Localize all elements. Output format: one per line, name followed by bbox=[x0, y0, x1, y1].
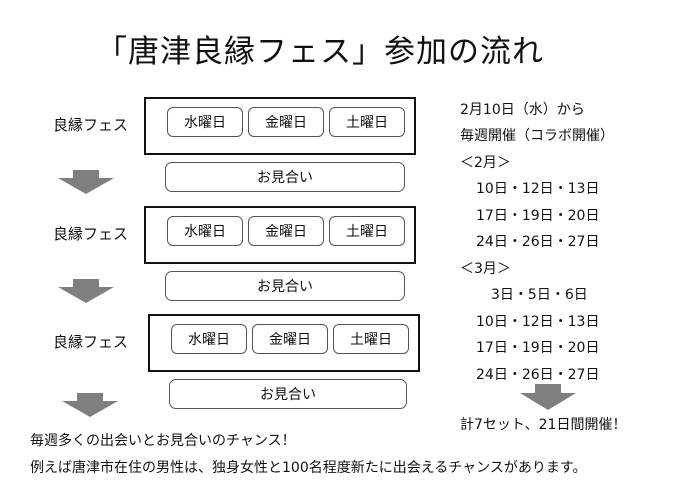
schedule-month-mar: ＜3月＞ bbox=[460, 261, 511, 277]
day-friday-3: 金曜日 bbox=[252, 324, 328, 354]
fes-label-1: 良縁フェス bbox=[53, 116, 129, 134]
day-wednesday-2: 水曜日 bbox=[167, 216, 243, 246]
schedule-dates: 17日・19日・20日 bbox=[476, 208, 600, 224]
omiai-box-1: お見合い bbox=[165, 162, 405, 192]
schedule-dates: 24日・26日・27日 bbox=[476, 234, 600, 250]
down-arrow-icon bbox=[520, 384, 576, 410]
schedule-dates: 10日・12日・13日 bbox=[476, 181, 600, 197]
schedule-dates: 17日・19日・20日 bbox=[476, 340, 600, 356]
schedule-start: 2月10日（水）から bbox=[460, 102, 585, 118]
schedule-dates: 3日・5日・6日 bbox=[491, 287, 588, 303]
omiai-box-3: お見合い bbox=[169, 379, 407, 409]
day-saturday-2: 土曜日 bbox=[329, 216, 405, 246]
day-wednesday-1: 水曜日 bbox=[167, 107, 243, 137]
schedule-summary: 計7セット、21日間開催！ bbox=[460, 417, 627, 433]
day-saturday-3: 土曜日 bbox=[333, 324, 409, 354]
down-arrow-icon bbox=[62, 393, 118, 417]
fes-label-3: 良縁フェス bbox=[53, 333, 129, 351]
fes-week-box-2: 水曜日 金曜日 土曜日 bbox=[144, 206, 416, 264]
omiai-box-2: お見合い bbox=[165, 271, 405, 301]
day-wednesday-3: 水曜日 bbox=[171, 324, 247, 354]
day-friday-1: 金曜日 bbox=[248, 107, 324, 137]
schedule-dates: 24日・26日・27日 bbox=[476, 367, 600, 383]
schedule-month-feb: ＜2月＞ bbox=[460, 155, 511, 171]
fes-week-box-1: 水曜日 金曜日 土曜日 bbox=[144, 97, 416, 155]
fes-label-2: 良縁フェス bbox=[53, 225, 129, 243]
page-title: 「唐津良縁フェス」参加の流れ bbox=[96, 34, 544, 70]
day-saturday-1: 土曜日 bbox=[329, 107, 405, 137]
fes-week-box-3: 水曜日 金曜日 土曜日 bbox=[148, 314, 420, 372]
down-arrow-icon bbox=[58, 170, 114, 194]
down-arrow-icon bbox=[58, 279, 114, 303]
schedule-dates: 10日・12日・13日 bbox=[476, 314, 600, 330]
schedule-frequency: 毎週開催（コラボ開催） bbox=[460, 128, 614, 144]
footer-line-1: 毎週多くの出会いとお見合いのチャンス！ bbox=[30, 433, 296, 449]
day-friday-2: 金曜日 bbox=[248, 216, 324, 246]
footer-line-2: 例えば唐津市在住の男性は、独身女性と100名程度新たに出会えるチャンスがあります… bbox=[30, 460, 587, 476]
